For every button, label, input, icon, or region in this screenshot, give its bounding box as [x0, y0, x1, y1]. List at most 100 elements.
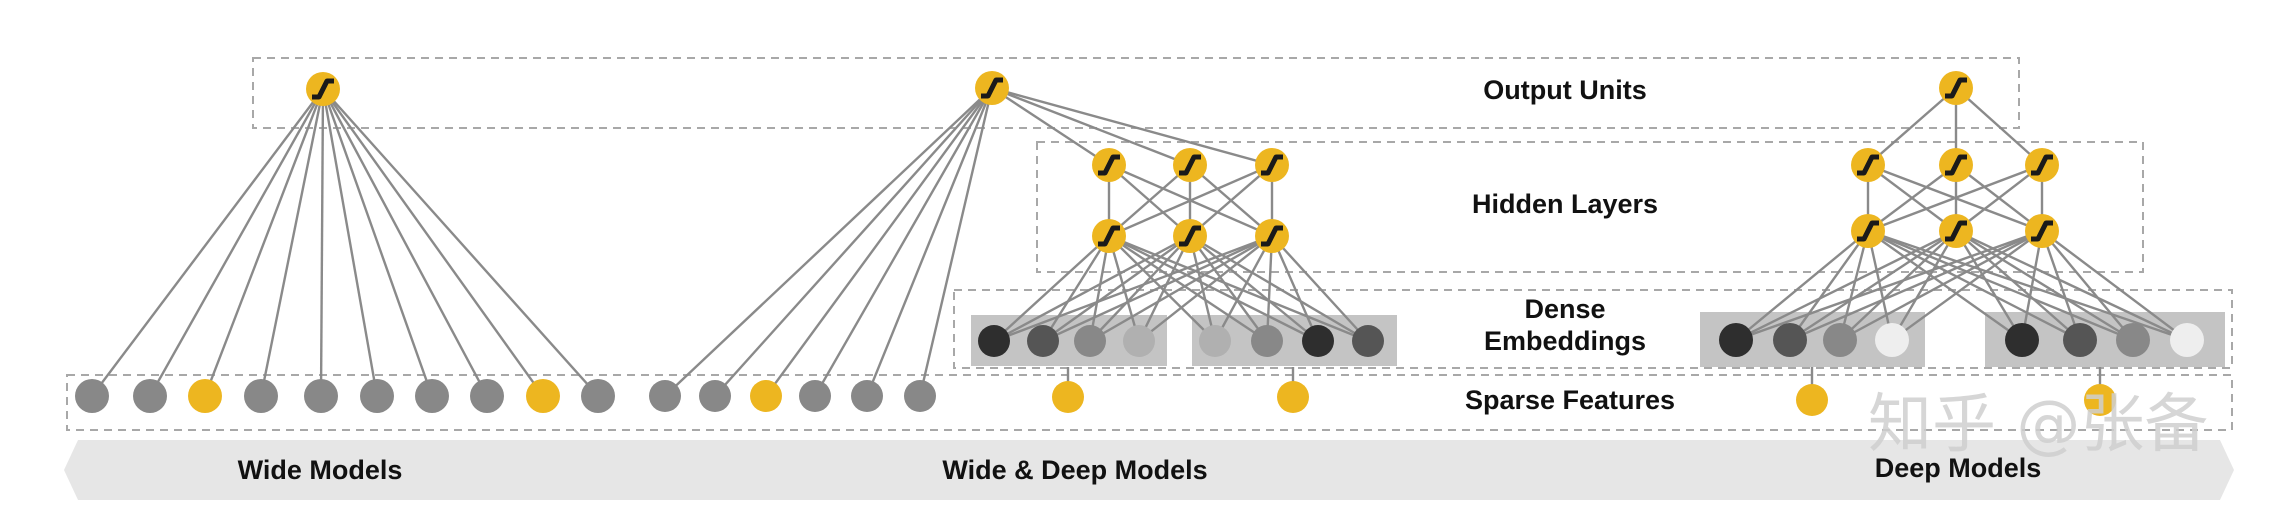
sigmoid-curve: [1098, 225, 1120, 247]
wide-edge: [148, 88, 325, 397]
wd-embedding-edge: [1189, 234, 1369, 343]
wd-embedding-edge: [1042, 235, 1191, 342]
wide-sparse-feature-node: [360, 379, 394, 413]
deep-embedding-edge: [1735, 229, 1957, 342]
wide-sparse-feature-node: [244, 379, 278, 413]
wd-output-edge: [991, 86, 1110, 167]
deep-embedding-edge: [1789, 230, 1869, 341]
deep-hidden-edge: [1955, 164, 2043, 232]
wd-embedding-edge: [1041, 235, 1111, 342]
wd-output-edge: [991, 86, 1191, 167]
deep-embedding-edge: [1735, 229, 2043, 342]
sigmoid-curve: [1261, 154, 1283, 176]
wide-edge: [203, 88, 325, 397]
wide-output-unit: [306, 72, 340, 106]
wd-output-unit: [975, 71, 1009, 105]
wd-embedding-edge: [1189, 235, 1268, 342]
deep-embedding-node: [1875, 323, 1909, 357]
wd-embedding-edge: [1189, 235, 1319, 342]
wd-embedding-edge: [1107, 235, 1141, 342]
wd-embedding-edge: [1089, 235, 1191, 342]
sparse-features-box: [66, 374, 2233, 431]
wd-hidden-unit: [1092, 148, 1126, 182]
wd-wide-edge: [714, 87, 993, 397]
wide-sparse-feature-node: [133, 379, 167, 413]
deep-embedding-edge: [1955, 229, 2134, 342]
deep-models-label: Deep Models: [1875, 453, 2042, 483]
deep-sparse-feature-node: [1796, 384, 1828, 416]
dense-embeddings-label-line1: Dense: [1524, 294, 1605, 324]
wd-hidden-unit: [1255, 148, 1289, 182]
wd-wide-edge: [865, 87, 994, 397]
wide-sparse-feature-node: [75, 379, 109, 413]
deep-hidden-unit: [1939, 214, 1973, 248]
wd-embedding-edge: [1137, 235, 1192, 342]
deep-embedding-edge: [1954, 230, 2024, 341]
wd-wide-edge: [765, 87, 993, 397]
deep-hidden-unit: [1851, 148, 1885, 182]
wd-sparse-feature-node: [1052, 381, 1084, 413]
wd-wide-edge: [664, 87, 993, 397]
wide-sparse-feature-node: [470, 379, 504, 413]
output-units-label: Output Units: [1483, 75, 1646, 105]
sigmoid-curve: [1179, 154, 1201, 176]
wd-embedding-edge: [1088, 235, 1111, 342]
wd-embedding-node: [1302, 325, 1334, 357]
deep-embedding-edge: [1867, 229, 2134, 342]
wd-embedding-edge: [1108, 234, 1369, 343]
wd-embedding-edge: [1108, 234, 1319, 343]
sigmoid-curve: [2031, 220, 2053, 242]
wide-edge: [259, 88, 325, 397]
deep-hidden-edge: [1867, 163, 2043, 233]
wd-embedding-edge: [1270, 235, 1320, 342]
deep-embedding-edge: [1789, 229, 2043, 342]
sigmoid-curve: [312, 78, 334, 100]
deep-hidden-unit: [1851, 214, 1885, 248]
wd-hidden-unit: [1173, 219, 1207, 253]
wide-sparse-feature-node: [581, 379, 615, 413]
wd-embedding-edge: [993, 234, 1273, 343]
deep-output-edge: [1867, 87, 1957, 166]
wd-embedding-edge: [1089, 234, 1273, 343]
sparse-features-label: Sparse Features: [1465, 385, 1675, 415]
wd-embedding-node: [1074, 325, 1106, 357]
wide-edge: [321, 88, 489, 397]
wd-embedding-edge: [1213, 235, 1274, 342]
deep-hidden-unit: [1939, 148, 1973, 182]
wide-edge: [322, 88, 599, 397]
wd-sparse-feature-node: [750, 380, 782, 412]
wd-sparse-feature-node: [699, 380, 731, 412]
wd-wide-edge: [813, 87, 994, 397]
sigmoid-curve: [1179, 225, 1201, 247]
hidden-layers-label: Hidden Layers: [1472, 189, 1658, 219]
sigmoid-curve: [1857, 154, 1879, 176]
deep-embedding-node: [1823, 323, 1857, 357]
output-units-box: [252, 57, 2020, 129]
deep-embedding-edge: [1891, 230, 2043, 341]
sigmoid-curve: [2031, 154, 2053, 176]
deep-output-unit: [1939, 71, 1973, 105]
sigmoid-curve: [1261, 225, 1283, 247]
wide-sparse-feature-node: [415, 379, 449, 413]
deep-embedding-edge: [2020, 230, 2044, 341]
sigmoid-curve: [1945, 220, 1967, 242]
sigmoid-curve: [1857, 220, 1879, 242]
wide-sparse-feature-node: [304, 379, 338, 413]
wd-embedding-edge: [1265, 235, 1274, 342]
hidden-layers-box: [1036, 141, 2144, 273]
wd-sparse-feature-node: [904, 380, 936, 412]
wd-sparse-feature-node: [649, 380, 681, 412]
wd-hidden-edge: [1108, 164, 1191, 237]
wd-hidden-unit: [1255, 219, 1289, 253]
sigmoid-curve: [1945, 77, 1967, 99]
wide-edge: [322, 88, 544, 397]
wd-embedding-edge: [1138, 235, 1273, 342]
deep-embedding-edge: [2041, 230, 2188, 341]
deep-embedding-node: [2170, 323, 2204, 357]
wd-embedding-node: [978, 325, 1010, 357]
wide-edge: [321, 88, 379, 397]
deep-embedding-node: [1773, 323, 1807, 357]
wd-embedding-edge: [1108, 235, 1268, 342]
wd-wide-edge: [918, 87, 994, 397]
wd-embedding-edge: [993, 235, 1110, 342]
